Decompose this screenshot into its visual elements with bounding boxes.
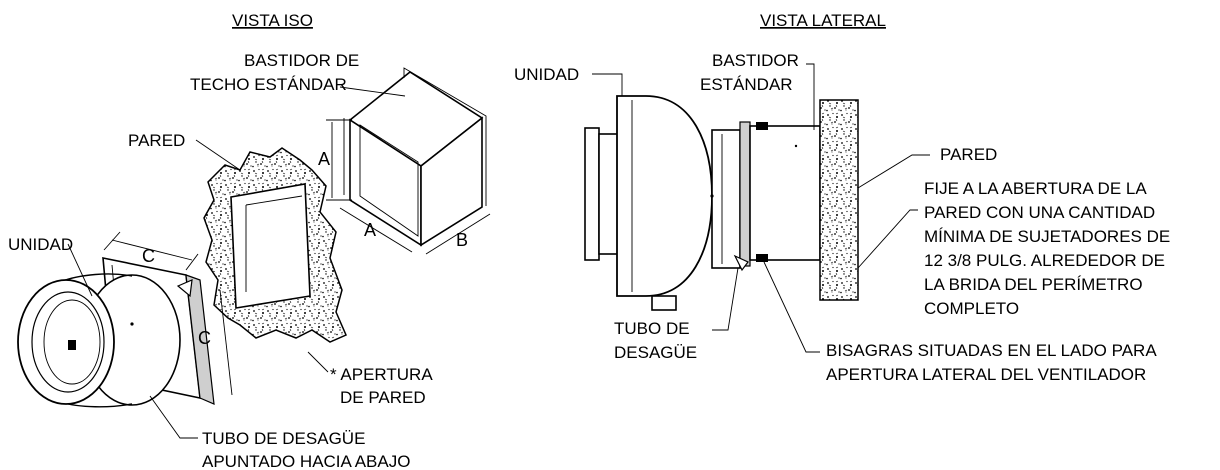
side-curb-label-line1: BASTIDOR — [712, 51, 799, 70]
dim-c-side-line — [219, 289, 233, 396]
unit-housing — [616, 95, 713, 297]
dim-c-side: C — [198, 328, 211, 348]
note-line-6: COMPLETO — [924, 299, 1019, 318]
side-unit-drawing — [584, 95, 821, 311]
wall-label: PARED — [128, 131, 185, 150]
dim-b: B — [456, 230, 468, 250]
curb-flange — [403, 67, 487, 206]
unit-bottom-tab — [651, 295, 677, 311]
curb-right-face — [420, 116, 483, 247]
dim-a-vertical: A — [318, 149, 330, 169]
wall-leader — [195, 139, 241, 171]
wall-opening-drawing — [203, 147, 347, 343]
iso-drain-label-line1: TUBO DE DESAGÜE — [202, 429, 365, 448]
unit-inlet-ring — [584, 127, 600, 261]
iso-unit-leader — [67, 243, 93, 297]
side-wall-leader — [857, 154, 930, 189]
iso-view: VISTA ISO A A B BASTIDOR DE TECHO ESTÁND… — [8, 11, 491, 470]
side-view: VISTA LATERAL UNIDAD BASTIDOR ESTÁNDAR P… — [514, 11, 1170, 384]
iso-view-title: VISTA ISO — [232, 11, 313, 30]
curb-inner-opening — [359, 124, 419, 237]
hinge-line-1: BISAGRAS SITUADAS EN EL LADO PARA — [826, 341, 1157, 360]
wall-opening — [230, 183, 311, 309]
iso-drain-leader — [149, 395, 198, 439]
side-wall-label: PARED — [940, 145, 997, 164]
note-line-4: 12 3/8 PULG. ALREDEDOR DE — [924, 251, 1165, 270]
side-wall — [819, 99, 859, 301]
side-view-title: VISTA LATERAL — [760, 11, 886, 30]
iso-unit-label: UNIDAD — [8, 235, 73, 254]
note-line-3: MÍNIMA DE SUJETADORES DE — [924, 227, 1170, 246]
side-curb — [749, 125, 821, 261]
fastening-note: FIJE A LA ABERTURA DE LA PARED CON UNA C… — [924, 179, 1170, 318]
dim-c-top: C — [142, 246, 155, 266]
curb-leader — [339, 86, 406, 97]
opening-leader — [307, 351, 329, 373]
note-line-1: FIJE A LA ABERTURA DE LA — [924, 179, 1147, 198]
iso-drain-label-line2: APUNTADO HACIA ABAJO — [202, 452, 410, 470]
damper-frame — [739, 121, 751, 267]
side-curb-label-line2: ESTÁNDAR — [700, 75, 793, 94]
opening-label-line1: * APERTURA — [330, 365, 433, 384]
side-drain-label-line1: TUBO DE — [614, 319, 690, 338]
dim-c-top-line — [111, 239, 193, 261]
side-drain-label-line2: DESAGÜE — [614, 343, 697, 362]
curb-label-line2: TECHO ESTÁNDAR — [190, 75, 347, 94]
unit-flange-edge — [185, 274, 215, 405]
roof-curb-drawing — [343, 67, 487, 247]
opening-label-line2: DE PARED — [340, 388, 426, 407]
note-leader — [857, 209, 918, 269]
hinge-leader — [763, 261, 820, 353]
dim-a-horizontal: A — [364, 220, 376, 240]
hinge-line-2: APERTURA LATERAL DEL VENTILADOR — [826, 365, 1146, 384]
curb-label-line1: BASTIDOR DE — [244, 51, 359, 70]
side-unit-label: UNIDAD — [514, 65, 579, 84]
unit-collar — [711, 129, 741, 269]
side-drain-leader — [712, 267, 739, 331]
side-curb-leader — [806, 63, 815, 130]
iso-unit-drawing — [17, 257, 215, 408]
note-line-5: LA BRIDA DEL PERÍMETRO — [924, 275, 1143, 294]
side-unit-leader — [592, 73, 623, 96]
note-line-2: PARED CON UNA CANTIDAD — [924, 203, 1155, 222]
